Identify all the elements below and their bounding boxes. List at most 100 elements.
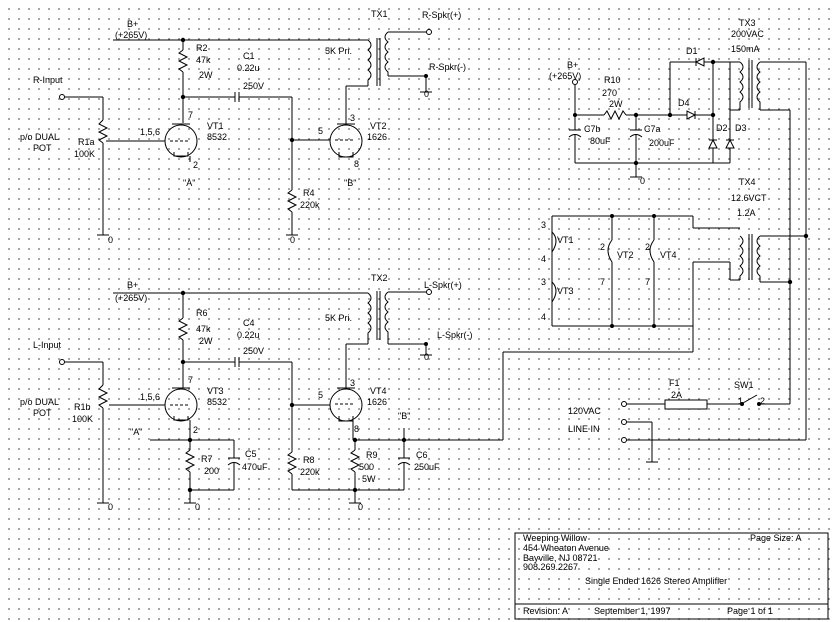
- label-r8: R8: [303, 455, 315, 465]
- r8-resistor: [286, 451, 298, 490]
- label-c1-v: 250V: [243, 81, 264, 91]
- b-plus-rail-top: [113, 37, 345, 43]
- label-d3: D3: [735, 123, 747, 133]
- label-vt1: VT1: [207, 121, 224, 131]
- label-vt2-type: 1626: [367, 132, 387, 142]
- label-pot-r-2: POT: [33, 143, 52, 153]
- label-r2-val: 47k: [196, 55, 211, 65]
- label-h-vt4: VT4: [660, 250, 677, 260]
- label-tx1: TX1: [371, 9, 388, 19]
- r9-resistor: [349, 440, 361, 490]
- c7a-capacitor: [629, 115, 643, 163]
- label-h-vt3: VT3: [557, 286, 574, 296]
- tb-page-size: Page Size: A: [750, 533, 802, 543]
- label-vt3-type: 8532: [207, 397, 227, 407]
- c4-capacitor: [234, 357, 240, 367]
- tb-address: 454 Wheaton Avenue: [523, 543, 609, 553]
- label-r6-w: 2W: [199, 336, 213, 346]
- labels-l-channel: B+ (+265V) R6 47k 2W C4 0.22u 250V L-Inp…: [20, 273, 473, 512]
- r4-resistor: [286, 189, 298, 236]
- label-r6: R6: [196, 308, 208, 318]
- label-bplus-v-1: (+265V): [115, 30, 147, 40]
- label-pin5-vt4: 5: [318, 390, 323, 400]
- label-h-4b: 4: [541, 312, 546, 322]
- label-pin7-vt3: 7: [188, 375, 193, 385]
- label-c1: C1: [243, 51, 255, 61]
- label-r10: R10: [604, 75, 621, 85]
- label-b-vt2: "B": [344, 178, 356, 188]
- label-h-7b: 7: [645, 277, 650, 287]
- r2-resistor: [177, 40, 189, 100]
- c1-capacitor: [234, 92, 240, 102]
- tb-page: Page 1 of 1: [727, 606, 773, 616]
- d3-diode: [725, 138, 735, 149]
- label-h-vt2: VT2: [617, 250, 634, 260]
- label-bplus-3: B+: [567, 60, 578, 70]
- labels-r-channel: B+ (+265V) R2 47k 2W C1 0.22u 250V R-Inp…: [20, 9, 466, 245]
- heater-vt3: [551, 281, 557, 303]
- label-line-in: LINE IN: [568, 424, 600, 434]
- label-pin3-vt2: 3: [350, 113, 355, 123]
- r6-resistor: [177, 293, 189, 365]
- label-h-4a: 4: [541, 254, 546, 264]
- label-r9-val: 500: [359, 462, 374, 472]
- label-r7-val: 200: [204, 466, 219, 476]
- label-bplus-2: B+: [127, 280, 138, 290]
- label-r1a: R1a: [78, 137, 95, 147]
- label-tx4: TX4: [739, 177, 756, 187]
- label-vt1-type: 8532: [207, 132, 227, 142]
- label-bplus-1: B+: [127, 19, 138, 29]
- label-120vac: 120VAC: [568, 406, 601, 416]
- tx2-transformer: [367, 291, 389, 344]
- tx4-transformer: [739, 234, 761, 282]
- label-pin2-vt1: 2: [193, 160, 198, 170]
- label-r9-w: 5W: [362, 474, 376, 484]
- label-vt4: VT4: [370, 386, 387, 396]
- label-tx3-i: 150mA: [731, 44, 760, 54]
- label-pin7-vt1: 7: [188, 110, 193, 120]
- label-r1b-val: 100K: [72, 414, 93, 424]
- label-tx3-val: 200VAC: [731, 29, 764, 39]
- label-f1-val: 2A: [671, 390, 682, 400]
- label-vt2: VT2: [370, 121, 387, 131]
- label-r2: R2: [196, 43, 208, 53]
- d2-diode: [708, 138, 718, 149]
- label-c4-v: 250V: [243, 346, 264, 356]
- label-r-spkr-plus: R-Spkr(+): [422, 10, 461, 20]
- tb-phone: 908.269.2267: [523, 562, 578, 572]
- label-l-spkr-plus: L-Spkr(+): [424, 280, 462, 290]
- label-pins-vt1: 1,5,6: [140, 127, 160, 137]
- label-r8-val: 220k: [300, 467, 320, 477]
- sw1-switch: [740, 394, 761, 406]
- label-r1a-val: 100K: [74, 149, 95, 159]
- label-bplus-v-3: (+265V): [549, 71, 581, 81]
- heater-vt4: [649, 216, 655, 326]
- label-tx2-val: 5K Pri.: [325, 313, 352, 323]
- heater-vt1: [551, 231, 557, 262]
- label-c6: C6: [416, 450, 428, 460]
- label-h-3b: 3: [541, 277, 546, 287]
- heater-vt2: [607, 216, 613, 326]
- label-gnd-5: 0: [195, 502, 200, 512]
- label-r10-val: 270: [602, 88, 617, 98]
- label-tx4-i: 1.2A: [737, 208, 756, 218]
- label-bplus-v-2: (+265V): [115, 293, 147, 303]
- label-r4: R4: [303, 188, 315, 198]
- labels-power-supply: B+ (+265V) R10 270 2W C7b 80uF C7a 200uF…: [541, 18, 767, 434]
- label-vt3: VT3: [207, 386, 224, 396]
- c5-capacitor: [227, 440, 241, 490]
- label-r2-w: 2W: [199, 70, 213, 80]
- label-pot-l-2: POT: [33, 408, 52, 418]
- label-r-spkr-minus: R-Spkr(-): [429, 62, 466, 72]
- label-c5-val: 470uF: [242, 462, 268, 472]
- label-pot-l: p/o DUAL: [20, 397, 59, 407]
- c7b-capacitor: [568, 115, 582, 163]
- label-pot-r: p/o DUAL: [20, 132, 59, 142]
- tb-city: Bayville, NJ 08721: [523, 553, 598, 563]
- label-sw1-2: 2: [760, 396, 765, 406]
- r1a-pot: [97, 97, 109, 236]
- label-c4: C4: [243, 318, 255, 328]
- label-tx4-val: 12.6VCT: [731, 193, 767, 203]
- label-r7: R7: [201, 454, 213, 464]
